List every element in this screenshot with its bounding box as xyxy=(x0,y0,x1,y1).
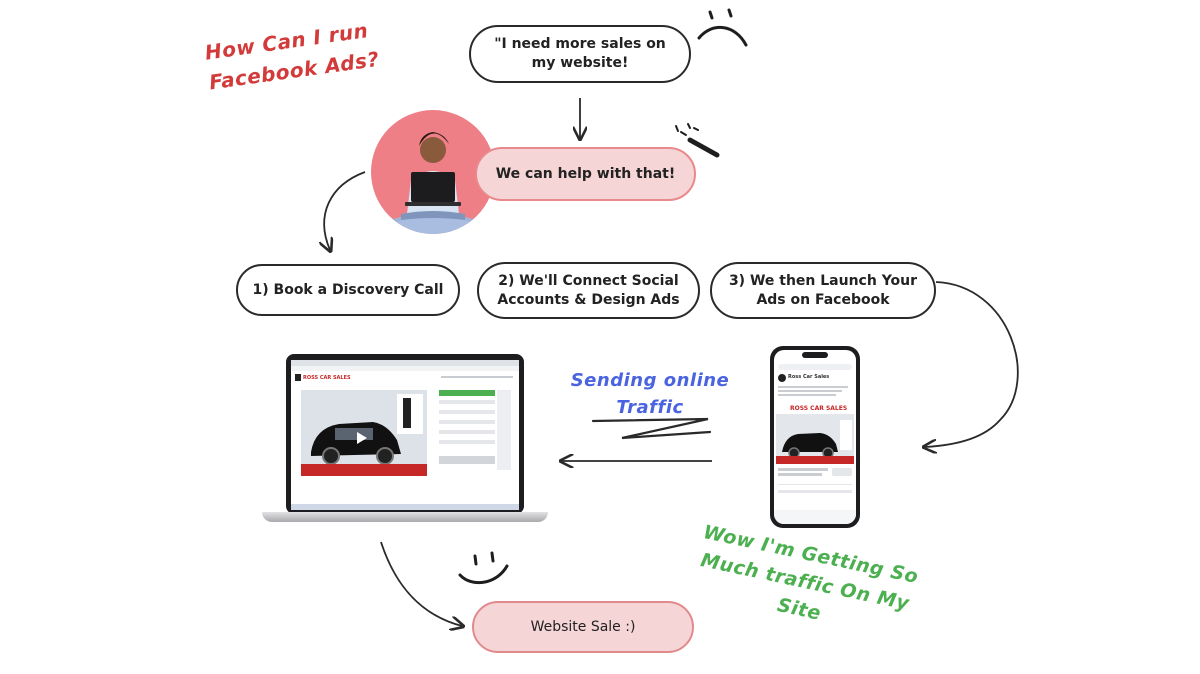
agency-reply-bubble: We can help with that! xyxy=(475,147,696,201)
website-sale-text: Website Sale :) xyxy=(530,618,636,635)
step-2-text: 2) We'll Connect Social Accounts & Desig… xyxy=(497,272,680,308)
laptop-brand-text: ROSS CAR SALES xyxy=(303,375,351,381)
phone-brand-text: ROSS CAR SALES xyxy=(790,405,848,412)
phone-page-name: Ross Car Sales xyxy=(788,374,830,380)
car-icon xyxy=(301,390,427,476)
car-video-thumbnail xyxy=(301,390,427,476)
agency-reply-text: We can help with that! xyxy=(495,165,676,182)
step-3-text: 3) We then Launch Your Ads on Facebook xyxy=(728,272,918,308)
phone-body: Ross Car Sales ROSS CAR SALES xyxy=(770,346,860,528)
sending-traffic-label: Sending online Traffic xyxy=(570,370,730,418)
testimonial-label: Wow I'm Getting So Much traffic On My Si… xyxy=(698,521,921,625)
website-sale-bubble: Website Sale :) xyxy=(472,601,694,653)
step-1-text: 1) Book a Discovery Call xyxy=(252,281,444,298)
facebook-feed-display: Ross Car Sales ROSS CAR SALES xyxy=(774,350,856,524)
question-label: How Can I run Facebook Ads? xyxy=(203,18,381,95)
customer-quote-bubble: "I need more sales on my website! xyxy=(469,25,691,83)
sad-face-icon xyxy=(697,8,748,47)
step-2-bubble: 2) We'll Connect Social Accounts & Desig… xyxy=(477,262,700,319)
arrow-step3-to-phone xyxy=(925,281,1019,447)
laptop-screen: ROSS CAR SALES xyxy=(286,354,524,514)
traffic-zigzag xyxy=(591,417,712,440)
car-icon xyxy=(776,420,854,464)
arrow-avatar-to-step1 xyxy=(324,171,366,250)
step-3-bubble: 3) We then Launch Your Ads on Facebook xyxy=(710,262,936,319)
customer-quote-text: "I need more sales on my website! xyxy=(494,36,666,71)
happy-face-icon xyxy=(458,551,509,585)
laptop-website-mockup: ROSS CAR SALES xyxy=(262,352,548,524)
phone-car-ad-image xyxy=(776,414,854,464)
laptop-base xyxy=(262,512,548,522)
arrow-laptop-to-sale xyxy=(380,541,462,626)
step-1-bubble: 1) Book a Discovery Call xyxy=(236,264,460,316)
website-display: ROSS CAR SALES xyxy=(291,360,519,510)
phone-facebook-ad-mockup: Ross Car Sales ROSS CAR SALES xyxy=(770,346,860,528)
